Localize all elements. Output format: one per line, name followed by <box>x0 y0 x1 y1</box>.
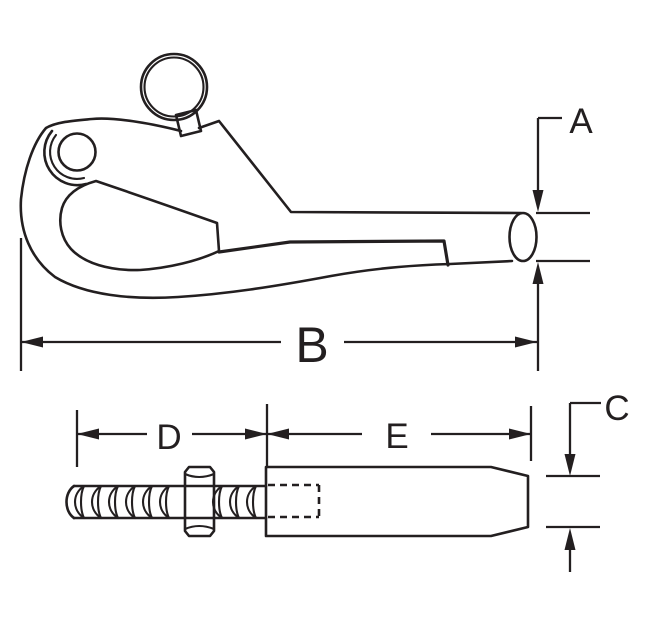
dim-e: E <box>267 406 533 461</box>
thread <box>90 484 103 520</box>
dim-a-arrow-up <box>532 262 544 284</box>
hidden-bore-dashed <box>268 483 321 519</box>
hook-body-outline <box>19 117 514 300</box>
dim-c-arrow-down <box>564 454 576 476</box>
thread <box>107 484 120 520</box>
thread <box>158 484 171 520</box>
dim-c: C <box>546 389 630 572</box>
thread <box>73 484 86 520</box>
bar-end-ellipse <box>508 211 538 263</box>
dim-b-arrow-left <box>21 336 43 348</box>
thread <box>228 484 241 520</box>
dim-e-label: E <box>385 417 408 456</box>
latch-top-edge <box>197 119 523 215</box>
dim-d: D <box>75 404 269 467</box>
hinge-boss-outer-arc <box>43 129 88 187</box>
dim-c-label: C <box>604 389 629 428</box>
dim-a-label: A <box>569 102 593 141</box>
dim-b-arrow-right <box>515 336 537 348</box>
dim-d-arrow-left <box>77 428 99 440</box>
hinge-pin <box>57 132 97 172</box>
dim-a: A <box>532 102 593 371</box>
dim-a-arrow-down <box>532 190 544 212</box>
dim-c-arrow-up <box>564 528 576 550</box>
hook-side-view <box>19 52 538 300</box>
thread <box>141 484 154 520</box>
hook-opening <box>59 179 221 272</box>
latch-lower-edge <box>217 239 450 267</box>
release-ring-inner <box>143 56 205 118</box>
dim-e-arrow-right <box>509 428 531 440</box>
terminal-body <box>264 465 530 538</box>
release-ring-outer <box>139 52 209 122</box>
hex-nut-chamfer <box>183 472 216 531</box>
thread <box>124 484 137 520</box>
hex-nut <box>183 465 216 538</box>
thread <box>245 484 258 520</box>
dim-b: B <box>19 238 537 373</box>
rod-end-cap <box>65 484 76 520</box>
hinge-boss-inner-arc <box>49 133 86 180</box>
dim-d-arrow-right <box>245 428 267 440</box>
dim-e-arrow-left <box>267 428 289 440</box>
ring-connector <box>174 108 203 138</box>
threads <box>73 484 258 520</box>
stud-side-view <box>65 465 530 538</box>
dim-d-label: D <box>156 418 181 457</box>
dim-b-label: B <box>295 317 328 373</box>
